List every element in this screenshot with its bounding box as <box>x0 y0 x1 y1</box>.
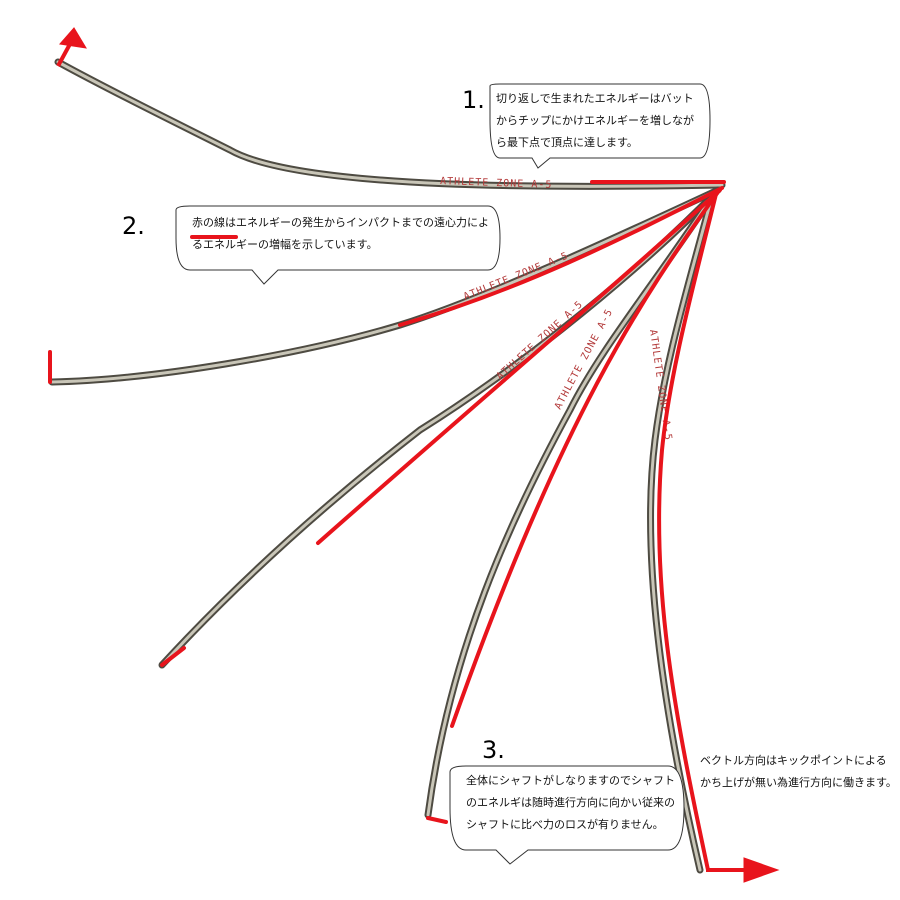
callout-number-2: 2. <box>122 212 145 240</box>
grip-mark-4 <box>426 816 448 824</box>
energy-lines <box>48 180 726 872</box>
callout-bubble-2 <box>175 205 501 285</box>
grip-mark-3 <box>160 646 186 667</box>
arrow-up-icon <box>56 27 87 67</box>
shaft-label-1: ATHLETE ZONE A-5 <box>440 176 553 191</box>
vector-direction-note: ベクトル方向はキックポイントによる かち上げが無い為進行方向に働きます。 <box>700 754 897 789</box>
energy-line-4 <box>450 190 720 728</box>
callout-bubble-1 <box>489 83 711 169</box>
callout-text-3: 全体にシャフトがしなりますのでシャフト のエネルギは随時進行方向に向かい従来の … <box>466 774 675 831</box>
shaft-position-1: ATHLETE ZONE A-5 <box>54 58 726 191</box>
callout-text-2-rest: はエネルギーの発生からインパクトまでの遠心力によ るエネルギーの増幅を示していま… <box>192 216 489 251</box>
energy-line-5 <box>657 192 718 872</box>
callout-highlight-2: 赤の線 <box>192 216 225 229</box>
energy-line-3 <box>316 188 722 545</box>
highlight-underline <box>190 235 238 239</box>
callout-number-1: 1. <box>462 86 485 114</box>
callout-bubble-3 <box>449 765 685 865</box>
callout-text-2: 赤の線はエネルギーの発生からインパクトまでの遠心力によ るエネルギーの増幅を示し… <box>192 212 498 256</box>
arrow-right-icon <box>706 857 780 883</box>
energy-line-2 <box>398 186 724 327</box>
callout-number-3: 3. <box>482 736 505 764</box>
callout-text-1: 切り返しで生まれたエネルギーはバット からチップにかけエネルギーを増しなが ら最… <box>496 92 694 149</box>
